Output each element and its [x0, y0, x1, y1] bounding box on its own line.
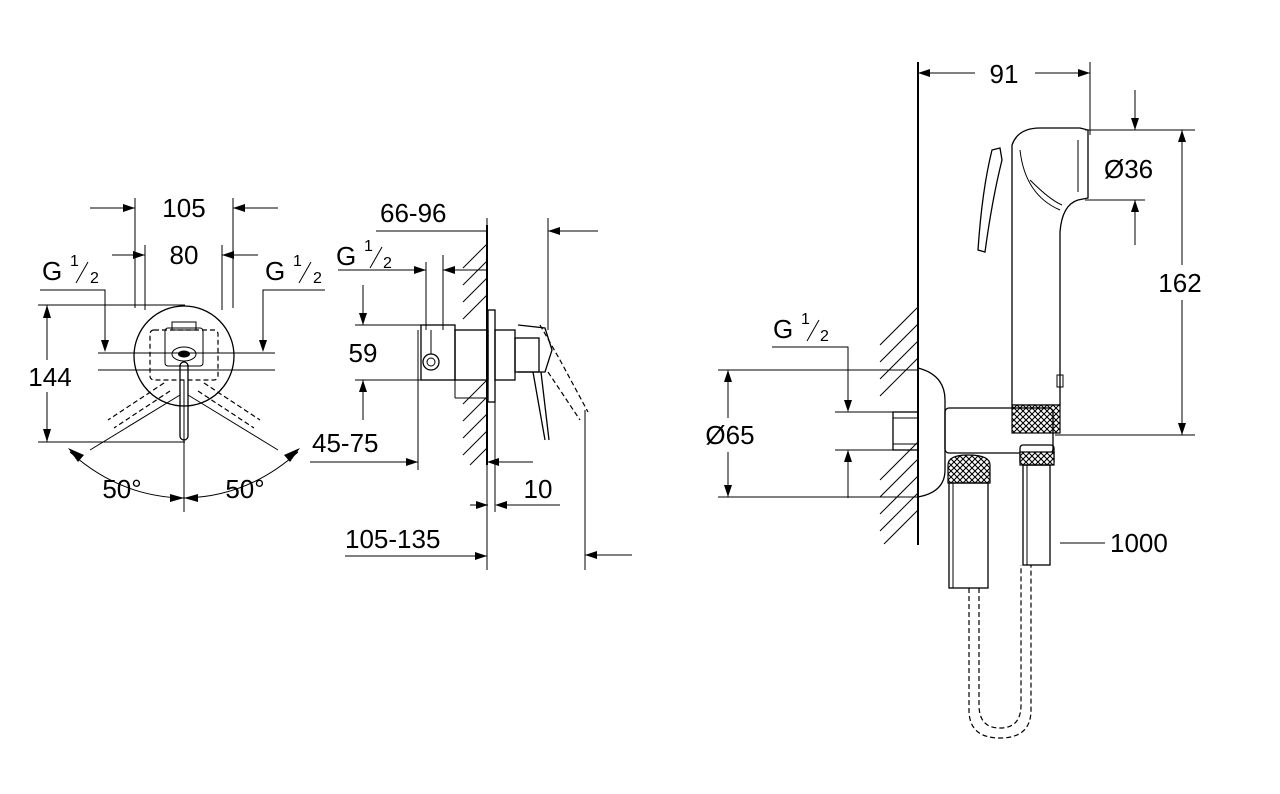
dim-91: 91: [990, 59, 1019, 89]
hose-left: [948, 482, 989, 589]
front-view: 105 80 G 1 2 G 1 2 144: [20, 193, 325, 512]
hs-thread-num: 1: [801, 311, 810, 328]
dim-162: 162: [1158, 268, 1201, 298]
angle-right: 50°: [225, 474, 264, 504]
side-thread-num: 1: [364, 238, 373, 255]
dim-59: 59: [349, 338, 378, 368]
dim-1000: 1000: [1110, 528, 1168, 558]
side-thread-den: 2: [383, 255, 392, 272]
side-thread-g: G: [336, 241, 356, 271]
dim-o36: Ø36: [1104, 154, 1153, 184]
thread-right-den: 2: [313, 270, 322, 287]
wall-hatch-right: [879, 306, 919, 545]
dim-105: 105: [162, 193, 205, 223]
handshower-body: [1011, 127, 1089, 406]
thread-right-g: G: [265, 256, 285, 286]
thread-left-den: 2: [90, 270, 99, 287]
thread-left-g: G: [42, 256, 62, 286]
elbow-body: [944, 407, 1054, 454]
thread-right-num: 1: [293, 253, 302, 270]
wall-hatch: [462, 243, 488, 466]
dim-10: 10: [524, 474, 553, 504]
hose-right: [1022, 464, 1051, 566]
dim-144: 144: [28, 362, 71, 392]
side-view: 66-96 G 1 2 59: [310, 198, 632, 570]
dim-105-135: 105-135: [345, 524, 440, 554]
handshower-view: 91 Ø36 162: [705, 59, 1202, 739]
elbow-rosette: [917, 367, 946, 498]
dim-80: 80: [170, 240, 199, 270]
dim-45-75: 45-75: [312, 428, 379, 458]
rosette-side: [487, 309, 496, 403]
trigger: [977, 147, 1003, 253]
thread-left-num: 1: [70, 253, 79, 270]
angle-left: 50°: [102, 474, 141, 504]
hs-thread-den: 2: [820, 328, 829, 345]
dim-66-96: 66-96: [380, 198, 447, 228]
dim-o65: Ø65: [705, 420, 754, 450]
valve-body: [420, 324, 456, 381]
hs-thread-g: G: [773, 314, 793, 344]
